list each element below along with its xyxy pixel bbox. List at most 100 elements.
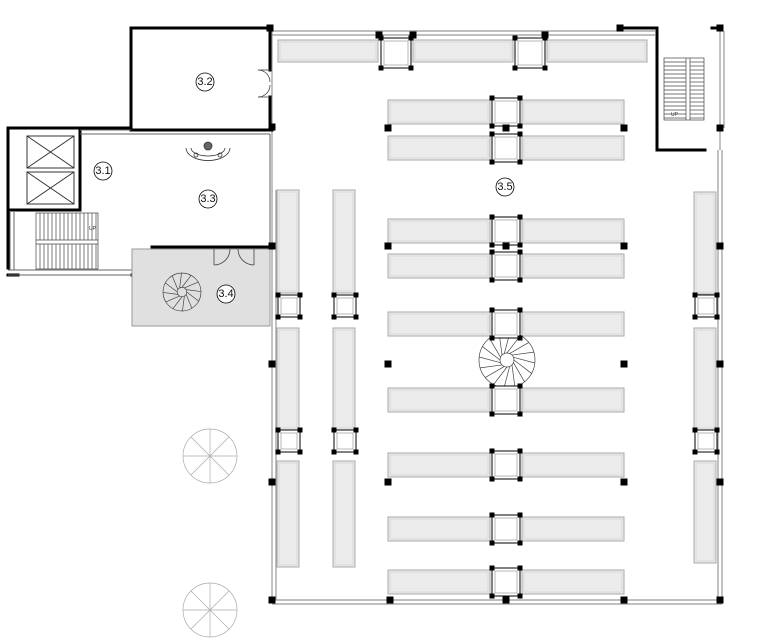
room-3-4-area [131,248,271,327]
right-stair-label: UP [671,112,679,118]
column [502,596,510,604]
bookshelf [521,387,625,413]
column [620,596,628,604]
bookshelf [332,460,356,568]
column [268,478,276,486]
column [620,360,628,368]
svg-text:3.5: 3.5 [497,181,512,193]
column [268,596,276,604]
svg-text:3.4: 3.4 [218,288,233,300]
bookshelf [276,460,300,568]
tree-icon [182,428,238,484]
bookshelf [693,460,717,564]
reading-frame [489,95,523,129]
reading-frames [275,35,720,599]
bookshelf [546,39,648,63]
bookshelf [521,253,625,279]
bookshelf [387,452,491,478]
column [502,124,510,132]
bookshelf [387,253,491,279]
bookshelf [332,327,356,431]
tree-icon [182,582,238,638]
reading-frame [275,292,303,320]
elevator-icon [26,135,75,205]
column [268,242,276,250]
column [266,24,274,32]
svg-text:3.3: 3.3 [200,193,215,205]
bookshelf [387,516,491,542]
door-room-3-4 [213,248,255,266]
column [620,242,628,250]
column [502,242,510,250]
right-stair [663,57,705,121]
reading-frame [489,565,523,599]
reading-frame [489,249,523,283]
column [409,31,417,39]
bookshelf [693,191,717,295]
bookshelf [332,189,356,294]
bookshelf [521,218,625,244]
column [375,31,383,39]
bookshelf [387,387,491,413]
room-label-3-4: 3.4 [216,284,236,304]
bookshelf [277,39,379,63]
column [384,478,392,486]
column [716,24,724,32]
bookshelf [521,452,625,478]
room-label-3-3: 3.3 [198,189,218,209]
door-room-3-2 [257,69,271,98]
reading-frame [512,35,548,71]
svg-text:3.1: 3.1 [95,165,110,177]
column [268,123,276,131]
column [716,596,724,604]
column [384,124,392,132]
reading-frame [489,131,523,165]
bookshelf [521,569,625,595]
column [620,478,628,486]
column [716,360,724,368]
room-label-3-5: 3.5 [495,177,515,197]
column [620,124,628,132]
left-stair-label: UP [89,226,97,232]
bookshelf [276,189,300,294]
room-label-3-2: 3.2 [195,72,215,92]
column [716,124,724,132]
column [384,360,392,368]
bookshelf [693,327,717,431]
bookshelf [387,311,491,337]
structural-columns [266,24,724,604]
reading-frame [331,292,359,320]
column [268,360,276,368]
bookshelf [387,218,491,244]
column [716,478,724,486]
column [541,31,549,39]
bookshelf [387,135,491,161]
svg-text:3.2: 3.2 [197,76,212,88]
column [386,596,394,604]
room-label-3-1: 3.1 [93,161,113,181]
reading-frame [378,35,414,71]
column [384,242,392,250]
reading-frame [489,383,523,417]
bookshelf [387,569,491,595]
reading-frame [489,307,523,341]
bookshelf [276,327,300,431]
bookshelf [387,99,491,125]
thin-partitions [8,129,271,276]
reading-frame [692,292,720,320]
left-stair [35,212,99,270]
bookshelves [276,39,717,595]
reading-frame [331,427,359,455]
bookshelf [521,99,625,125]
central-spiral-stair-icon [478,331,536,389]
column [616,24,624,32]
bookshelf [412,39,514,63]
column [716,242,724,250]
bookshelf [521,135,625,161]
reading-frame [489,512,523,546]
bookshelf [521,311,625,337]
reading-frame [275,427,303,455]
reception-desk-icon [185,141,231,161]
reading-frame [692,427,720,455]
